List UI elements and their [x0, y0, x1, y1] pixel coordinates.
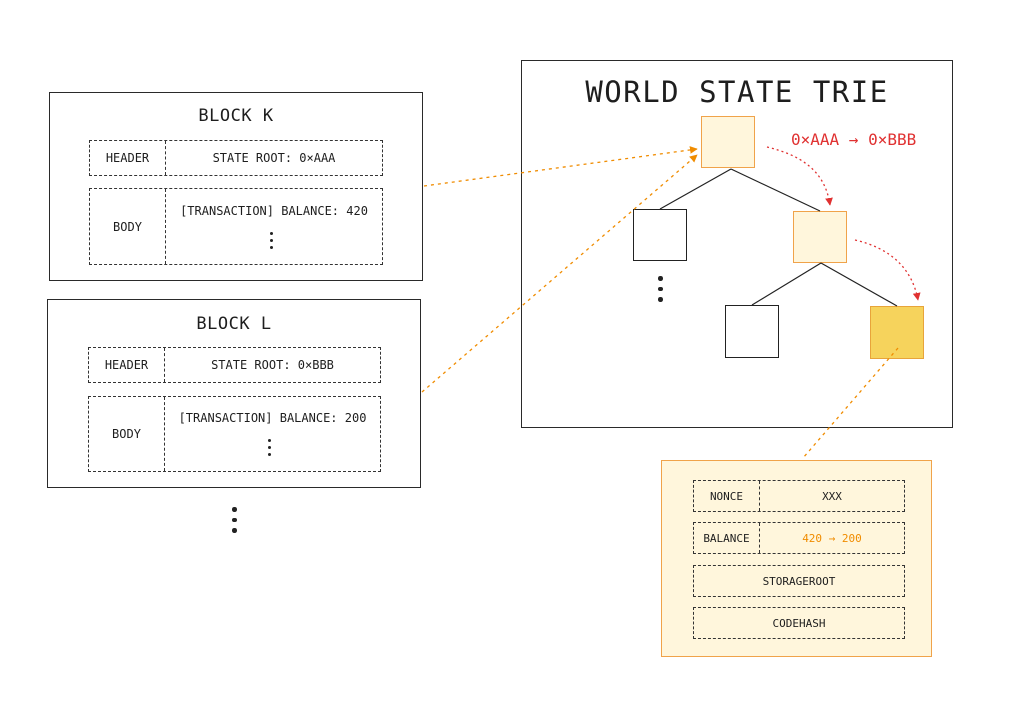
link-leaf-to-account [802, 347, 899, 459]
block-l-body-row: BODY [TRANSACTION] BALANCE: 200 [88, 396, 381, 472]
block-k-header-row: HEADER STATE ROOT: 0×AAA [89, 140, 383, 176]
change-path-right-to-leaf [854, 239, 921, 301]
trie-more-dots [658, 276, 663, 302]
code-hash-label: CODEHASH [772, 616, 826, 630]
storage-root-label: STORAGEROOT [762, 574, 836, 588]
code-hash-row: CODEHASH [693, 607, 905, 639]
block-k-header-label: HEADER [105, 151, 150, 165]
trie-root-node [701, 116, 755, 168]
storage-root-row: STORAGEROOT [693, 565, 905, 597]
block-l-header-row: HEADER STATE ROOT: 0×BBB [88, 347, 381, 383]
trie-node-right [793, 211, 847, 263]
trie-node-lower-left [725, 305, 779, 358]
trie-node-left [633, 209, 687, 261]
balance-label: BALANCE [703, 531, 750, 545]
trie-hash-change: 0×AAA → 0×BBB [791, 130, 917, 149]
nonce-label: NONCE [709, 489, 744, 503]
trie-leaf-account-node [870, 306, 924, 359]
edge-root-left [659, 168, 732, 210]
block-k-body-row: BODY [TRANSACTION] BALANCE: 420 [89, 188, 383, 265]
block-k-body-label: BODY [113, 219, 142, 234]
link-block-l-to-root [421, 154, 698, 393]
block-l-panel: BLOCK L HEADER STATE ROOT: 0×BBB BODY [T… [47, 299, 421, 488]
block-k-title: BLOCK K [198, 106, 274, 126]
block-l-state-root: STATE ROOT: 0×BBB [211, 358, 334, 372]
block-l-more-dots [268, 439, 271, 456]
link-block-k-to-root [423, 146, 698, 187]
block-l-header-label: HEADER [104, 358, 149, 372]
more-blocks-dots [232, 507, 237, 533]
block-l-body-label: BODY [112, 427, 141, 441]
edge-root-right [730, 168, 821, 212]
block-k-transaction: [TRANSACTION] BALANCE: 420 [180, 204, 368, 218]
block-k-more-dots [270, 232, 273, 249]
nonce-value: XXX [822, 489, 842, 503]
block-k-state-root: STATE ROOT: 0×AAA [212, 151, 336, 165]
edge-right-leaf [820, 262, 898, 307]
edge-right-lowerleft [751, 262, 822, 306]
block-l-transaction: [TRANSACTION] BALANCE: 200 [178, 411, 367, 425]
account-panel: NONCE XXX BALANCE 420 → 200 STORAGEROOT … [661, 460, 932, 657]
nonce-row: NONCE XXX [693, 480, 905, 512]
block-k-panel: BLOCK K HEADER STATE ROOT: 0×AAA BODY [T… [49, 92, 423, 281]
balance-row: BALANCE 420 → 200 [693, 522, 905, 554]
balance-value: 420 → 200 [802, 531, 862, 545]
change-path-root-to-right [766, 146, 833, 206]
block-l-title: BLOCK L [196, 314, 272, 334]
trie-title: WORLD STATE TRIE [585, 75, 889, 109]
